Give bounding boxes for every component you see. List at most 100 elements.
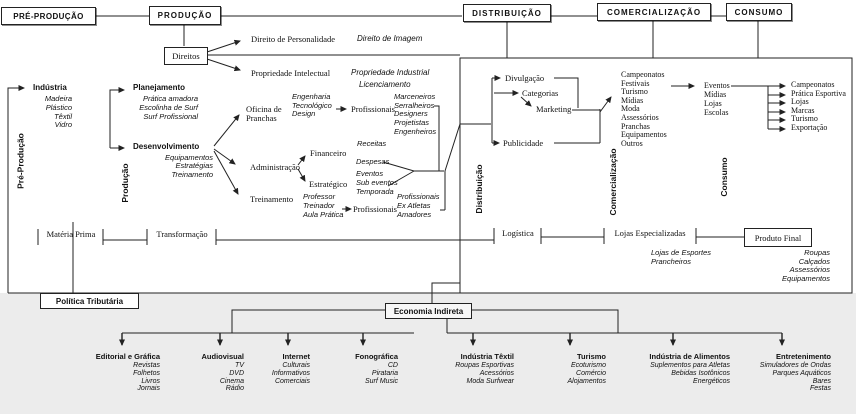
group-title: Turismo xyxy=(576,352,606,361)
list-item: Plástico xyxy=(45,102,72,112)
stage-distribuicao: DISTRIBUIÇÃO xyxy=(463,4,551,22)
desenvolvimento-title: Desenvolvimento xyxy=(133,142,200,151)
list-item: Eventos xyxy=(356,169,384,178)
list-item: Mídias xyxy=(704,90,727,99)
list-item: Simuladores de Ondas xyxy=(759,362,831,369)
list-item: Alojamentos xyxy=(567,377,606,385)
propriedade-industrial-label: Propriedade Industrial xyxy=(351,68,430,77)
list-item: Surf Music xyxy=(364,377,398,385)
stage-consumo: CONSUMO xyxy=(726,3,792,21)
list-item: Têxtil xyxy=(54,111,72,121)
list-item: Assessórios xyxy=(789,265,830,275)
list-item: Livros xyxy=(141,377,160,385)
list-item: Pranchas xyxy=(621,121,650,131)
list-item: Bares xyxy=(812,377,831,385)
oficina-pranchas-label: Oficina de Pranchas xyxy=(246,104,282,123)
oficina-profissionais-label: Profissionais xyxy=(351,104,395,114)
logistica-label: Logística xyxy=(502,228,534,238)
list-item: Assessórios xyxy=(621,112,659,122)
group-title: Internet xyxy=(282,352,310,361)
list-item: Tecnológico xyxy=(292,100,332,110)
materia-prima-label: Matéria Prima xyxy=(46,229,96,239)
list-item: Amadores xyxy=(397,209,432,219)
list-item: Prancheiros xyxy=(651,256,692,266)
list-item: Equipamentos xyxy=(165,153,213,162)
list-item: Festivais xyxy=(621,78,650,88)
list-item: Prática Esportiva xyxy=(791,88,846,98)
axis-distribuicao: Distribuição xyxy=(474,164,484,214)
list-item: Energéticos xyxy=(693,377,730,385)
list-item: Bebidas Isotônicos xyxy=(671,369,730,377)
list-item: Calçados xyxy=(798,256,830,266)
list-item: Design xyxy=(292,109,316,119)
list-item: Engenharia xyxy=(292,92,331,101)
list-item: Suplementos para Atletas xyxy=(650,362,730,369)
despesas-label: Despesas xyxy=(356,157,390,166)
list-item: Marceneiros xyxy=(394,92,436,101)
stage-producao: PRODUÇÃO xyxy=(149,6,221,25)
lojas-especializadas-label: Lojas Especializadas xyxy=(614,228,686,238)
propriedade-intelectual-label: Propriedade Intelectual xyxy=(251,68,331,78)
list-item: Outros xyxy=(621,138,643,148)
treinamento-label: Treinamento xyxy=(250,194,294,204)
list-item: Exportação xyxy=(791,122,828,132)
list-item: Lojas xyxy=(704,99,722,108)
list-item: Campeonatos xyxy=(621,70,665,79)
list-item: Equipamentos xyxy=(782,274,830,284)
group-title: Entretenimento xyxy=(775,352,831,361)
list-item: Informativos xyxy=(271,369,310,377)
list-item: Eventos xyxy=(704,81,730,90)
axis-consumo: Consumo xyxy=(719,157,729,197)
estrategico-label: Estratégico xyxy=(309,179,348,189)
administracao-label: Administração xyxy=(250,162,301,172)
economia-indireta-box: Economia Indireta xyxy=(385,303,472,319)
licenciamento-label: Licenciamento xyxy=(359,80,411,89)
list-item: Parques Aquáticos xyxy=(772,369,832,377)
list-item: Engenheiros xyxy=(394,126,437,136)
list-item: Equipamentos xyxy=(621,130,667,140)
divulgacao-label: Divulgação xyxy=(505,73,545,83)
list-item: Vidro xyxy=(54,120,72,130)
transformacao-label: Transformação xyxy=(156,229,208,239)
list-item: Profissionais xyxy=(397,192,440,201)
list-item: Treinador xyxy=(303,200,335,210)
list-item: Turismo xyxy=(791,114,818,124)
list-item: Madeira xyxy=(44,94,72,103)
direito-imagem-label: Direito de Imagem xyxy=(357,34,423,43)
list-item: Culturais xyxy=(282,362,310,369)
list-item: Moda Surfwear xyxy=(466,377,514,385)
politica-tributaria-box: Política Tributária xyxy=(40,293,139,309)
list-item: Mídias xyxy=(621,95,644,105)
financeiro-label: Financeiro xyxy=(310,148,347,158)
list-item: Professor xyxy=(303,192,336,201)
list-item: Prática amadora xyxy=(142,94,198,103)
list-item: Folhetos xyxy=(133,369,160,377)
publicidade-label: Publicidade xyxy=(503,138,544,148)
marketing-label: Marketing xyxy=(536,104,572,114)
group-title: Indústria de Alimentos xyxy=(649,352,730,361)
list-item: Designers xyxy=(394,109,428,119)
direitos-box: Direitos xyxy=(164,47,208,65)
list-item: Temporada xyxy=(356,186,394,196)
list-item: Acessórios xyxy=(479,369,514,377)
list-item: Comércio xyxy=(576,369,606,377)
